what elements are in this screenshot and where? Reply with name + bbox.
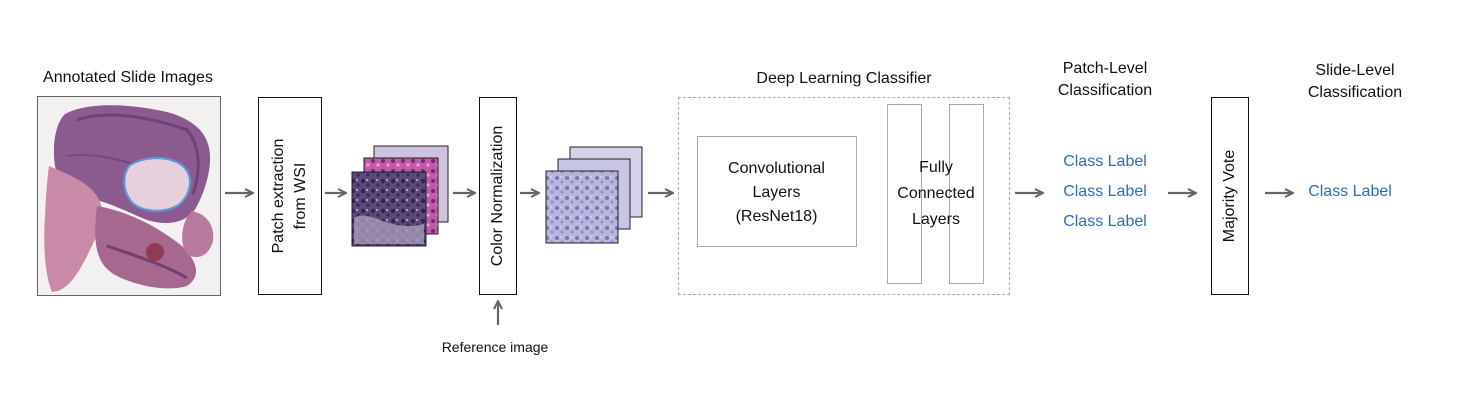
fc-layer-bar-1 xyxy=(887,104,922,284)
patch-class-label-3: Class Label xyxy=(1063,213,1147,230)
raw-patch-stack-svg xyxy=(351,145,449,247)
conv-layers-text: Convolutional Layers (ResNet18) xyxy=(698,157,855,229)
dl-classifier-title: Deep Learning Classifier xyxy=(756,70,932,87)
patch-extraction-line2: from WSI xyxy=(292,162,309,230)
conv-layers-line2: Layers xyxy=(752,184,801,201)
reference-image-label: Reference image xyxy=(441,339,549,355)
normalized-patch-stack-svg xyxy=(545,146,643,244)
patch-level-title-line1: Patch-Level xyxy=(1062,60,1148,77)
patch-extraction-line1: Patch extraction xyxy=(270,138,287,254)
color-normalization-text: Color Normalization xyxy=(489,125,506,267)
color-normalization-box: Color Normalization xyxy=(479,97,517,295)
fc-layers-line3: Layers xyxy=(911,211,961,228)
dl-classifier-container xyxy=(678,97,1010,295)
patch-extraction-box: Patch extraction from WSI xyxy=(258,97,322,295)
patch-level-title: Patch-Level Classification xyxy=(1030,58,1180,102)
patch-class-label-1: Class Label xyxy=(1063,153,1147,170)
patch-class-label-2: Class Label xyxy=(1063,183,1147,200)
slide-level-title-line2: Classification xyxy=(1307,84,1403,101)
majority-vote-text: Majority Vote xyxy=(1221,149,1238,243)
fc-layers-line1: Fully xyxy=(919,159,953,176)
whole-slide-image xyxy=(37,96,221,296)
patch-level-title-line2: Classification xyxy=(1057,82,1153,99)
slide-level-title-line1: Slide-Level xyxy=(1315,62,1395,79)
whole-slide-image-svg xyxy=(37,96,221,296)
normalized-patch-stack xyxy=(544,145,644,245)
patch-extraction-text: Patch extraction from WSI xyxy=(268,139,312,254)
raw-patch-stack xyxy=(350,138,450,248)
slide-class-label: Class Label xyxy=(1308,183,1392,200)
conv-layers-box: Convolutional Layers (ResNet18) xyxy=(697,136,857,247)
conv-layers-line1: Convolutional xyxy=(728,160,825,177)
fc-layer-bar-2 xyxy=(949,104,984,284)
annotated-slide-title: Annotated Slide Images xyxy=(43,69,213,86)
fc-layers-text: Fully Connected Layers xyxy=(876,155,996,233)
conv-layers-line3: (ResNet18) xyxy=(735,208,818,225)
majority-vote-box: Majority Vote xyxy=(1211,97,1249,295)
fc-layers-line2: Connected xyxy=(897,185,975,202)
slide-level-title: Slide-Level Classification xyxy=(1280,60,1430,104)
